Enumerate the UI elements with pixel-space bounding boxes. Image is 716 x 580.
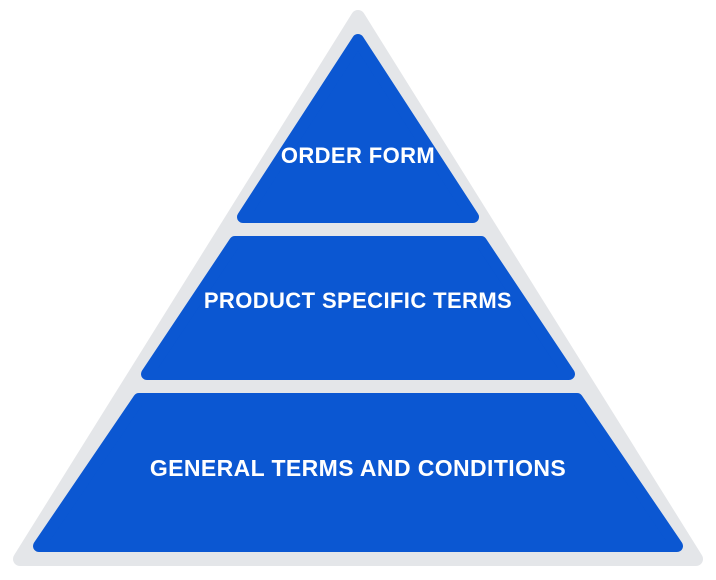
tier-label-product-specific-terms: PRODUCT SPECIFIC TERMS (204, 288, 512, 313)
tier-label-order-form: ORDER FORM (281, 143, 435, 168)
tier-shape-product-specific-terms (141, 236, 575, 380)
tier-shape-general-terms-and-conditions (33, 393, 683, 552)
tier-label-general-terms-and-conditions: GENERAL TERMS AND CONDITIONS (150, 455, 566, 481)
tier-shape-order-form (237, 34, 479, 223)
